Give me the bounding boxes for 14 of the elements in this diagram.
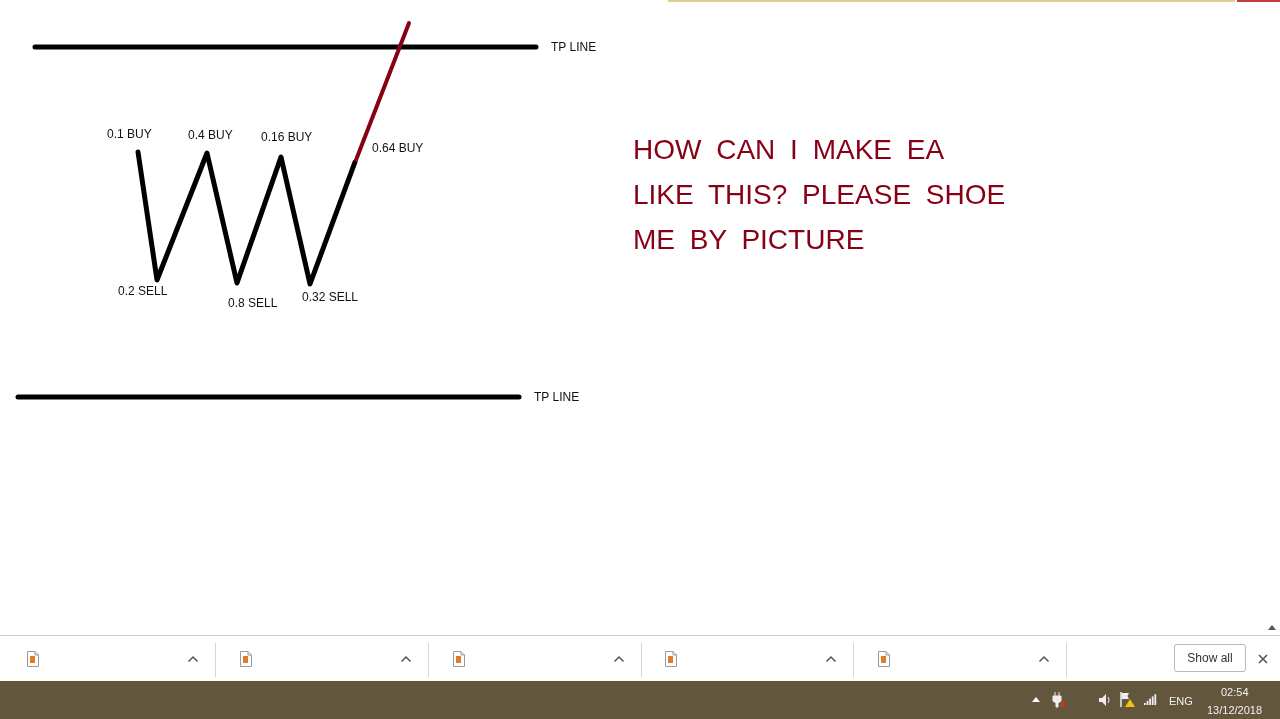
line-label: TP LINE [551, 40, 597, 54]
point-label: 0.1 BUY [107, 127, 152, 141]
point-label: 0.2 SELL [118, 284, 168, 298]
point-label: 0.8 SELL [228, 296, 278, 310]
tray-text: 02:54 [1221, 685, 1249, 699]
point-label: 0.4 BUY [188, 128, 233, 142]
point-label: 0.16 BUY [261, 130, 313, 144]
tray-text: 13/12/2018 [1207, 703, 1263, 717]
line-label: TP LINE [534, 390, 580, 404]
point-label: 0.64 BUY [372, 141, 424, 155]
tray-text: ENG [1169, 694, 1193, 708]
point-label: 0.32 SELL [302, 290, 359, 304]
note-text: HOW CAN I MAKE EA LIKE THIS? PLEASE SHOE ME BY PICTURE [633, 133, 1007, 257]
show-all-button: Show all [1174, 644, 1246, 672]
